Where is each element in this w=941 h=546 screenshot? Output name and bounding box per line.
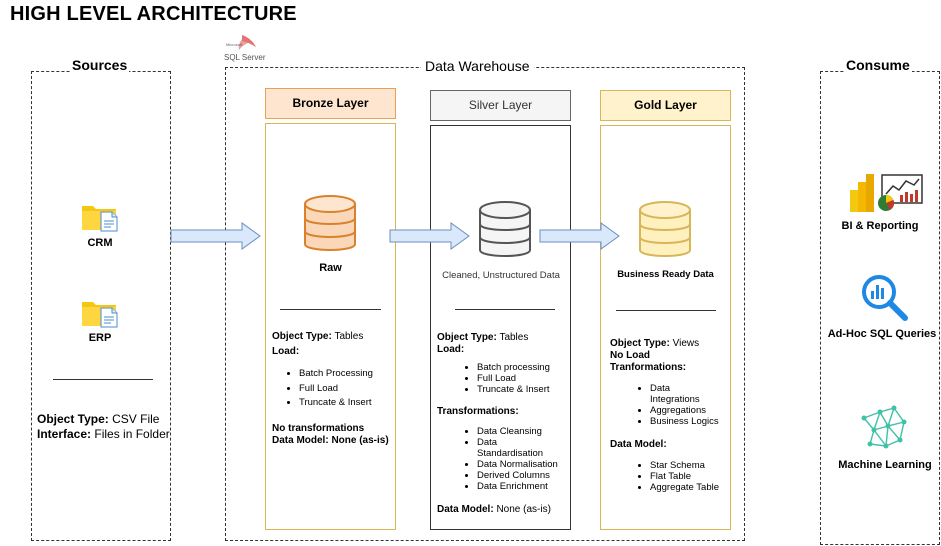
- gold-data-model-list: Star Schema Flat Table Aggregate Table: [610, 460, 730, 493]
- list-item: Truncate & Insert: [477, 384, 569, 395]
- gold-data-model-label: Data Model:: [610, 439, 667, 450]
- list-item: Business Logics: [650, 416, 728, 427]
- silver-database-icon: [478, 200, 532, 260]
- sources-interface: Interface: Files in Folder: [37, 427, 170, 441]
- gold-transform-label: Tranformations:: [610, 362, 687, 373]
- gold-caption: Business Ready Data: [617, 269, 714, 280]
- erp-label: ERP: [88, 332, 112, 344]
- bronze-load-list: Batch Processing Full Load Truncate & In…: [272, 367, 394, 411]
- bi-reporting-icon[interactable]: [848, 172, 924, 214]
- list-item: Data Integrations: [650, 383, 705, 405]
- list-item: Batch Processing: [299, 367, 394, 382]
- sql-server-small-text: Microsoft: [226, 42, 243, 47]
- silver-details: Object Type: Tables Load: Batch processi…: [437, 332, 569, 516]
- gold-object-type: Object Type: Views: [610, 338, 700, 349]
- bronze-to-silver-arrow: [389, 222, 470, 250]
- gold-transform-list: Data Integrations Aggregations Business …: [610, 383, 728, 427]
- list-item: Aggregations: [650, 405, 728, 416]
- bronze-layer-header: Bronze Layer: [265, 88, 396, 119]
- silver-to-gold-arrow: [539, 222, 620, 250]
- network-graph-icon[interactable]: [860, 404, 910, 452]
- erp-folder-icon[interactable]: [80, 296, 120, 328]
- silver-divider: [455, 309, 555, 310]
- gold-load-note: No Load: [610, 350, 650, 361]
- sources-label: Sources: [70, 57, 130, 73]
- list-item: Derived Columns: [477, 470, 567, 481]
- gold-database-icon: [638, 200, 692, 260]
- bronze-data-model: Data Model: None (as-is): [272, 434, 389, 446]
- list-item: Data Cleansing: [477, 426, 567, 437]
- gold-details: Object Type: Views No Load Tranformation…: [610, 338, 730, 493]
- bronze-divider: [280, 309, 381, 310]
- silver-layer-body: [430, 125, 571, 530]
- gold-layer-body: [600, 125, 731, 530]
- list-item: Data Standardisation: [477, 437, 543, 459]
- bronze-layer-body: [265, 123, 396, 530]
- bi-reporting-label: BI & Reporting: [841, 220, 919, 232]
- page-title: HIGH LEVEL ARCHITECTURE: [10, 3, 297, 25]
- bronze-database-icon: [303, 194, 357, 254]
- silver-data-model: Data Model: None (as-is): [437, 504, 551, 515]
- machine-learning-label: Machine Learning: [838, 459, 932, 471]
- list-item: Batch processing: [477, 362, 569, 373]
- crm-label: CRM: [87, 237, 113, 249]
- magnifier-chart-icon[interactable]: [860, 273, 910, 321]
- bronze-caption: Raw: [319, 262, 342, 274]
- silver-transform-list: Data Cleansing Data Standardisation Data…: [437, 426, 567, 492]
- adhoc-sql-label: Ad-Hoc SQL Queries: [827, 328, 937, 340]
- silver-load-label: Load:: [437, 344, 465, 355]
- list-item: Full Load: [477, 373, 569, 384]
- crm-folder-icon[interactable]: [80, 200, 120, 232]
- silver-layer-header: Silver Layer: [430, 90, 571, 121]
- consume-label: Consume: [844, 57, 912, 73]
- silver-object-type: Object Type: Tables: [437, 332, 529, 343]
- silver-load-list: Batch processing Full Load Truncate & In…: [437, 362, 569, 395]
- sources-object-type: Object Type: CSV File: [37, 412, 160, 426]
- list-item: Truncate & Insert: [299, 396, 394, 411]
- bronze-object-type: Object Type: Tables: [272, 331, 364, 342]
- data-warehouse-label: Data Warehouse: [421, 58, 534, 74]
- sql-server-text: SQL Server: [224, 53, 266, 62]
- list-item: Data Enrichment: [477, 481, 567, 492]
- list-item: Flat Table: [650, 471, 730, 482]
- list-item: Full Load: [299, 382, 394, 397]
- list-item: Aggregate Table: [650, 482, 730, 493]
- bronze-details: Object Type: Tables Load: Batch Processi…: [272, 331, 394, 447]
- silver-transform-label: Transformations:: [437, 406, 519, 417]
- sql-server-logo: Microsoft SQL Server: [222, 33, 266, 65]
- gold-layer-header: Gold Layer: [600, 90, 731, 121]
- list-item: Star Schema: [650, 460, 730, 471]
- silver-caption: Cleaned, Unstructured Data: [442, 270, 560, 281]
- sources-meta: Object Type: CSV File Interface: Files i…: [37, 412, 173, 442]
- list-item: Data Normalisation: [477, 459, 567, 470]
- sources-to-bronze-arrow: [170, 222, 261, 250]
- gold-divider: [616, 310, 716, 311]
- bronze-transform-note: No transformations: [272, 422, 365, 434]
- bronze-load-label: Load:: [272, 346, 300, 357]
- sources-divider: [53, 379, 153, 380]
